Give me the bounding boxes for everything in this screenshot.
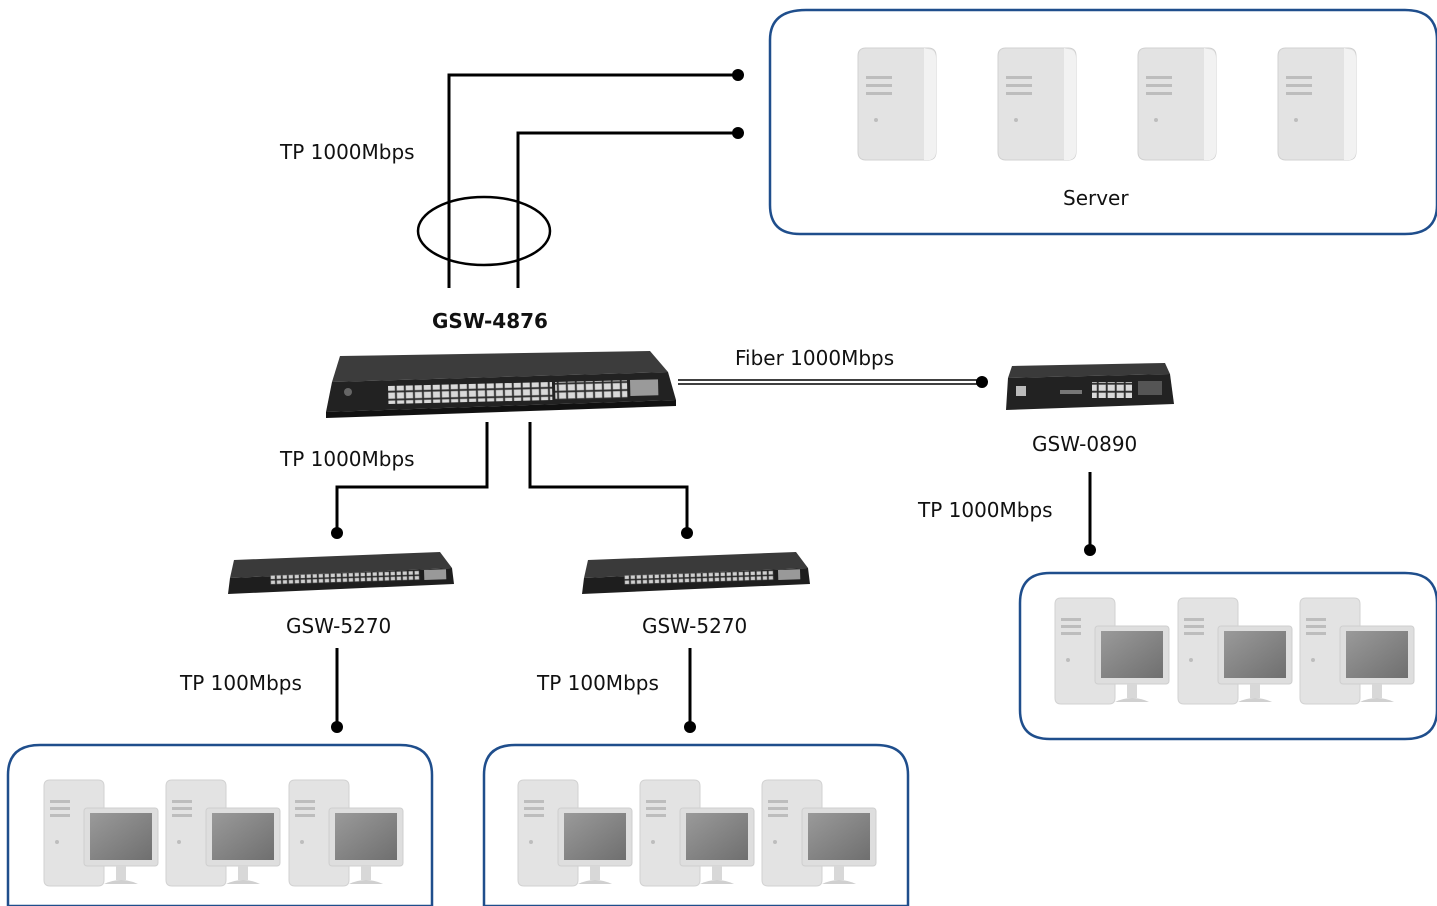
distribution-line-left (335, 422, 489, 533)
edge-switch-left-icon (228, 552, 454, 594)
connector-dot (684, 721, 696, 733)
connector-dot (732, 69, 744, 81)
edge-switch-mid-label: GSW-5270 (642, 614, 748, 638)
workstation-icon (1054, 597, 1170, 705)
uplink-line-2 (516, 131, 738, 288)
server-icon (1277, 47, 1357, 161)
distribution-line-mid (528, 422, 689, 533)
workstation-icon (288, 779, 404, 887)
workstation-icon (1177, 597, 1293, 705)
server-icon (1137, 47, 1217, 161)
connector-dot (681, 527, 693, 539)
edge-switch-left-label: GSW-5270 (286, 614, 392, 638)
server-icon (997, 47, 1077, 161)
connector-dot (331, 721, 343, 733)
workstation-icon (761, 779, 877, 887)
access-speed-mid-label: TP 100Mbps (537, 671, 659, 695)
workstation-icon (43, 779, 159, 887)
edge-switch-mid-icon (582, 552, 810, 594)
connector-dot (331, 527, 343, 539)
workstation-group-right-box (1018, 571, 1437, 741)
server-group-label: Server (1063, 186, 1129, 210)
connector-dot (732, 127, 744, 139)
workstation-group-left-box (6, 743, 434, 906)
small-switch-speed-label: TP 1000Mbps (918, 498, 1053, 522)
connector-dot (976, 376, 988, 388)
small-switch-icon (1006, 363, 1174, 410)
workstation-icon (1299, 597, 1415, 705)
small-switch-label: GSW-0890 (1032, 432, 1138, 456)
server-group-box (768, 8, 1437, 236)
core-switch-icon (326, 351, 676, 418)
workstation-icon (517, 779, 633, 887)
server-icon (857, 47, 937, 161)
uplink-line-1 (447, 73, 738, 288)
workstation-icon (639, 779, 755, 887)
workstation-group-mid-box (482, 743, 910, 906)
connector-dot (1084, 544, 1096, 556)
distribution-speed-label: TP 1000Mbps (280, 447, 415, 471)
access-speed-left-label: TP 100Mbps (180, 671, 302, 695)
link-aggregation-ellipse (416, 195, 552, 267)
workstation-icon (165, 779, 281, 887)
uplink-speed-label: TP 1000Mbps (280, 140, 415, 164)
core-switch-label: GSW-4876 (432, 309, 548, 333)
fiber-speed-label: Fiber 1000Mbps (735, 346, 895, 370)
